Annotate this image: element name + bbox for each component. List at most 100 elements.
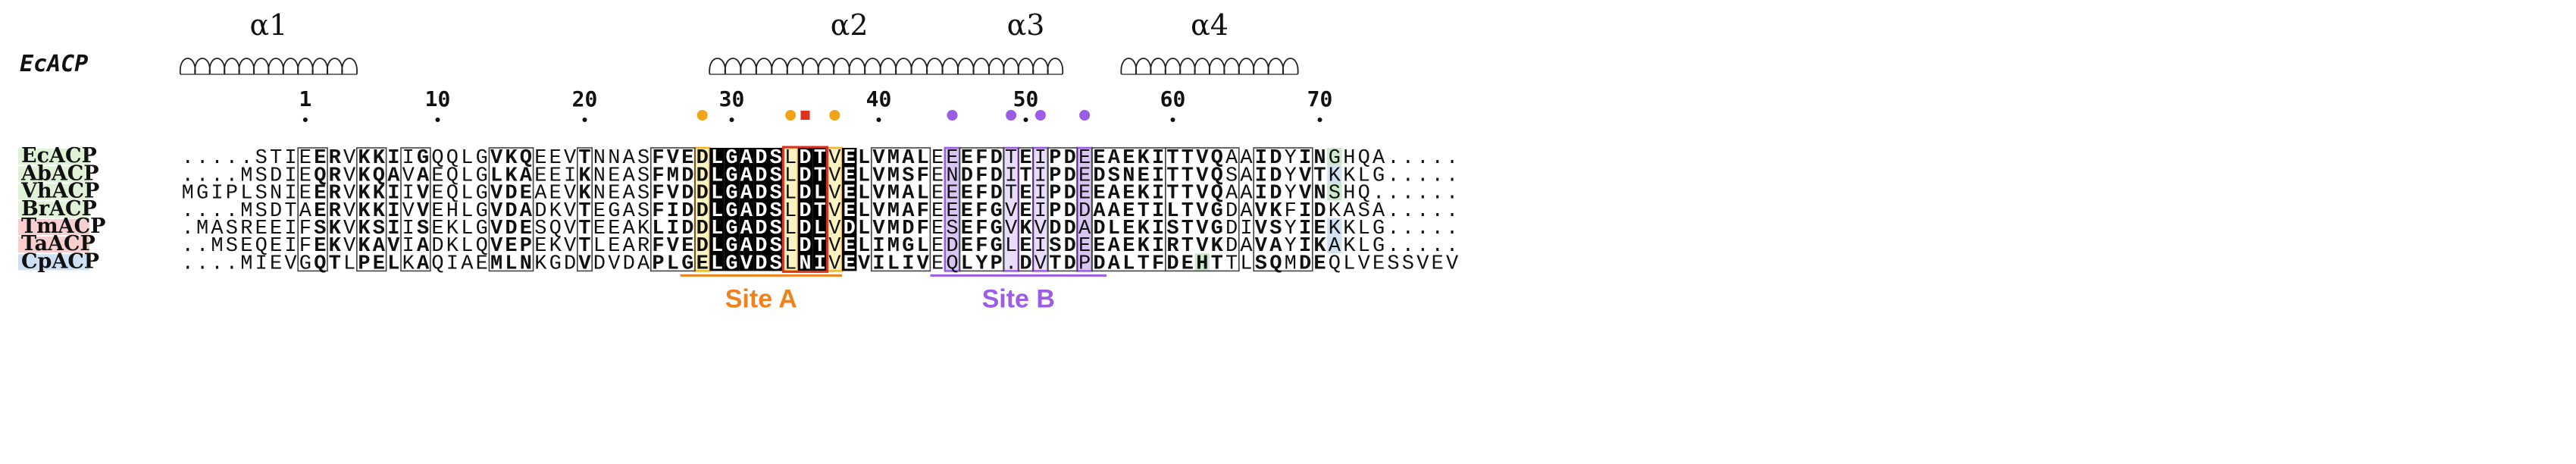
residue: D — [431, 235, 443, 258]
helix-label: α4 — [1191, 8, 1229, 42]
residue: F — [299, 218, 311, 240]
residue: S — [770, 218, 782, 240]
residue: N — [946, 165, 958, 187]
residue: K — [329, 235, 342, 258]
residue: L — [1108, 218, 1120, 240]
residue: . — [226, 147, 238, 170]
residue: V — [740, 252, 753, 275]
residue: E — [608, 183, 620, 205]
residue: G — [991, 200, 1003, 223]
residue: M — [182, 183, 194, 205]
sequence-label-background — [18, 218, 89, 235]
residue: G — [725, 235, 737, 258]
residue: N — [1313, 147, 1326, 170]
residue: I — [1152, 183, 1164, 205]
residue: E — [373, 252, 385, 275]
residue: L — [1358, 165, 1370, 187]
residue: V — [608, 252, 621, 275]
position-number: 10 — [425, 86, 451, 111]
residue: T — [1182, 218, 1194, 240]
residue: D — [564, 252, 576, 275]
residue: S — [226, 235, 238, 258]
residue: T — [1138, 252, 1150, 275]
residue: . — [1402, 165, 1414, 187]
position-tick — [729, 118, 734, 122]
residue: D — [593, 252, 606, 275]
residue: S — [1255, 252, 1267, 275]
residue: . — [182, 235, 194, 258]
residue: A — [520, 165, 533, 187]
residue: E — [1373, 252, 1385, 275]
residue: A — [1093, 200, 1106, 223]
residue: E — [534, 147, 546, 170]
residue: Q — [1329, 252, 1341, 275]
residue: D — [799, 183, 811, 205]
residue: M — [240, 252, 252, 275]
residue: P — [652, 252, 664, 275]
residue: T — [1182, 235, 1194, 258]
residue: L — [461, 235, 473, 258]
residue: . — [211, 200, 223, 223]
position-number: 70 — [1307, 86, 1333, 111]
residue: T — [1166, 165, 1178, 187]
position-number: 50 — [1013, 86, 1039, 111]
residue: I — [1034, 200, 1047, 223]
residue: V — [1255, 235, 1268, 258]
helix-label: α3 — [1007, 8, 1045, 42]
residue: I — [446, 252, 459, 275]
residue: E — [1122, 235, 1135, 258]
residue: A — [1343, 200, 1356, 223]
residue: Q — [946, 252, 958, 275]
residue: L — [858, 183, 870, 205]
residue: . — [211, 252, 223, 275]
residue: A — [1240, 165, 1253, 187]
residue: G — [725, 147, 737, 170]
residue: L — [387, 252, 399, 275]
residue: D — [961, 165, 973, 187]
residue: P — [1049, 183, 1061, 205]
residue: D — [1019, 252, 1031, 275]
residue: L — [1343, 252, 1355, 275]
residue: G — [299, 252, 311, 275]
residue: D — [799, 218, 811, 240]
residue: S — [373, 218, 385, 240]
residue: M — [211, 235, 223, 258]
residue: E — [931, 252, 944, 275]
residue: D — [1299, 252, 1311, 275]
residue: A — [623, 183, 636, 205]
residue: D — [270, 200, 282, 223]
site-label: Site B — [982, 284, 1055, 313]
residue: R — [329, 200, 342, 223]
residue: G — [476, 165, 488, 187]
residue: D — [534, 200, 546, 223]
residue: K — [358, 200, 371, 223]
residue: V — [417, 183, 430, 205]
residue: V — [402, 200, 415, 223]
residue: D — [1093, 252, 1105, 275]
residue: . — [1387, 147, 1399, 170]
residue: S — [534, 218, 546, 240]
residue: I — [255, 252, 268, 275]
residue: E — [270, 252, 282, 275]
residue: G — [681, 252, 693, 275]
residue: A — [1108, 147, 1121, 170]
residue: K — [1329, 165, 1341, 187]
residue: E — [946, 183, 958, 205]
sequence-label-background — [18, 254, 89, 271]
residue: L — [784, 235, 797, 258]
residue: A — [534, 183, 547, 205]
residue: V — [1446, 252, 1459, 275]
residue: L — [461, 218, 473, 240]
red-site-box — [781, 146, 829, 273]
residue: T — [1211, 252, 1223, 275]
sequence-label-background — [18, 237, 89, 253]
residue: D — [799, 235, 811, 258]
similarity-box — [400, 147, 431, 272]
residue: I — [667, 200, 679, 223]
residue: Q — [1358, 183, 1370, 205]
residue: I — [1299, 200, 1311, 223]
residue: I — [872, 235, 884, 258]
residue: I — [814, 252, 826, 275]
residue: V — [872, 200, 885, 223]
